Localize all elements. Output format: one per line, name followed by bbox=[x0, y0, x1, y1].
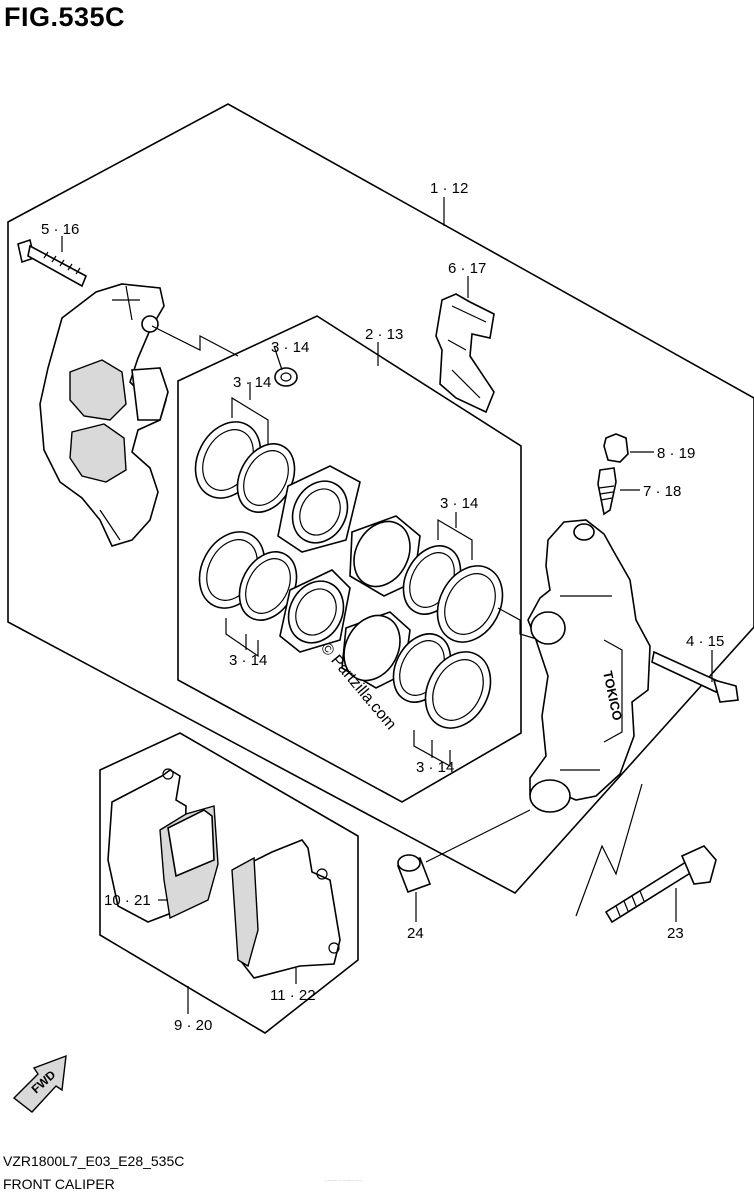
brake-pad-10-21[interactable] bbox=[107, 768, 219, 923]
callout-3-14-washer: 3 · 14 bbox=[271, 339, 309, 356]
callout-3-14-lower-left: 3 · 14 bbox=[229, 652, 267, 669]
fwd-arrow-icon: FWD bbox=[12, 1054, 67, 1113]
callout-7-18: 7 · 18 bbox=[643, 483, 681, 500]
left-caliper-half[interactable] bbox=[39, 283, 169, 547]
seal-bracket-upper-right bbox=[437, 518, 473, 560]
figure-title: FIG.535C bbox=[4, 2, 126, 32]
piston-seal-upper-row[interactable] bbox=[183, 411, 361, 553]
alignment-guide-lower bbox=[497, 607, 541, 641]
right-caliper-half[interactable]: TOKICO bbox=[527, 519, 651, 813]
figure-name: FRONT CALIPER bbox=[3, 1176, 115, 1192]
seal-bracket-upper-left bbox=[231, 396, 269, 446]
callout-3-14-upper-left: 3 · 14 bbox=[233, 374, 271, 391]
callout-24: 24 bbox=[407, 925, 424, 942]
leader-sleeve-24 bbox=[425, 809, 531, 863]
piston-seal-lower-row[interactable] bbox=[187, 521, 354, 653]
bleeder-cap-8-19[interactable] bbox=[603, 433, 629, 463]
caliper-assembly-boundary bbox=[7, 103, 754, 895]
bleeder-valve-7-18[interactable] bbox=[597, 467, 617, 516]
callout-3-14-lower-right: 3 · 14 bbox=[416, 759, 454, 776]
bolt-4-15[interactable] bbox=[651, 650, 739, 703]
callout-5-16: 5 · 16 bbox=[41, 221, 79, 238]
leader-bolt-23 bbox=[575, 783, 643, 917]
callout-8-19: 8 · 19 bbox=[657, 445, 695, 462]
bolt-5-16[interactable] bbox=[17, 238, 88, 288]
callout-4-15: 4 · 15 bbox=[686, 633, 724, 650]
brake-pad-11-22[interactable] bbox=[231, 839, 341, 979]
seal-bracket-lower-left bbox=[225, 618, 259, 658]
piston-right-lower[interactable] bbox=[333, 606, 411, 690]
callout-6-17: 6 · 17 bbox=[448, 260, 486, 277]
callout-11-22: 11 · 22 bbox=[270, 987, 316, 1004]
figure-code: VZR1800L7_E03_E28_535C bbox=[3, 1153, 185, 1169]
seal-right-lower[interactable] bbox=[382, 624, 503, 739]
callout-2-13: 2 · 13 bbox=[365, 326, 403, 343]
callout-leaders bbox=[61, 197, 713, 1014]
bolt-23[interactable] bbox=[604, 845, 717, 924]
piston-group-boundary bbox=[177, 315, 522, 803]
pad-kit-boundary bbox=[99, 732, 359, 1034]
washer-3-14[interactable] bbox=[274, 367, 298, 387]
seal-right-upper[interactable] bbox=[392, 536, 515, 653]
callout-10-21: 10 · 21 bbox=[104, 892, 151, 909]
callout-9-20: 9 · 20 bbox=[174, 1017, 212, 1034]
callout-3-14-upper-right: 3 · 14 bbox=[440, 495, 478, 512]
callout-1-12: 1 · 12 bbox=[430, 180, 468, 197]
alignment-guide-upper bbox=[151, 325, 239, 357]
pad-spring-6-17[interactable] bbox=[435, 293, 495, 414]
sleeve-24[interactable] bbox=[396, 854, 432, 894]
callout-23: 23 bbox=[667, 925, 684, 942]
fine-print: ·········· ·· ········ ······ bbox=[325, 1178, 362, 1183]
